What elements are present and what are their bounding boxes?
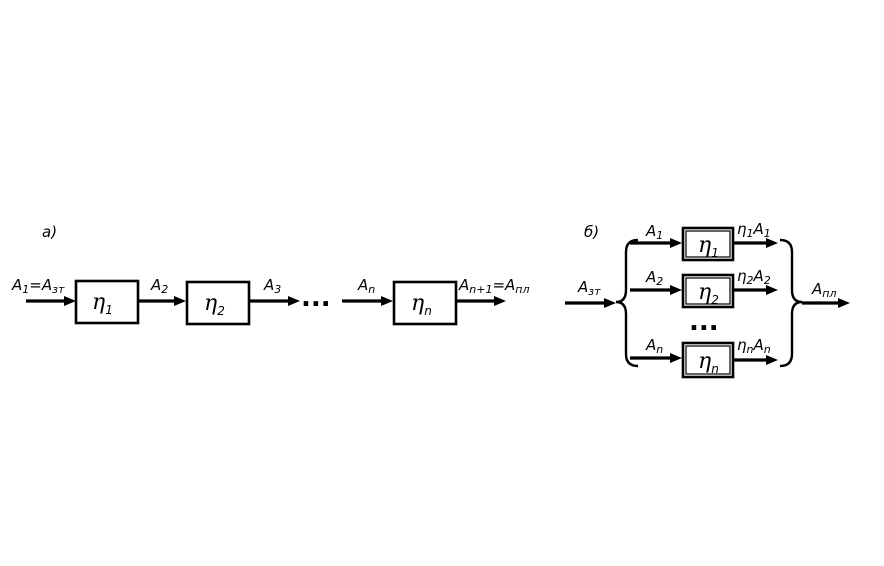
b-left-brace <box>615 238 639 368</box>
b-branch-1-in-arrowhead <box>670 238 682 248</box>
b-branch-2-in-arrowhead <box>670 285 682 295</box>
diagram-a-tag: а) <box>42 223 57 241</box>
b-branch-2-out-label: η2A2 <box>737 267 771 287</box>
b-input-arrowhead <box>604 298 616 308</box>
a-link-2-label: A3 <box>263 276 281 296</box>
b-branch-1-in-label: A1 <box>645 222 663 242</box>
b-output-label: Aпл <box>811 280 837 300</box>
b-ellipsis: ... <box>689 307 719 337</box>
diagram-a: а) A1=Aзт η1 A2 η2 A3 ... <box>11 223 530 326</box>
b-output-arrowhead <box>838 298 850 308</box>
b-branch-n-in-arrowhead <box>670 353 682 363</box>
b-block-n-label: ηn <box>698 349 719 376</box>
b-block-2-label: η2 <box>698 280 719 307</box>
b-branch-2-in-label: A2 <box>645 268 663 288</box>
b-block-1-inner <box>685 230 731 258</box>
a-link-3-label: An <box>357 276 375 296</box>
b-block-n-inner <box>685 345 731 375</box>
b-branch-n-out-arrowhead <box>766 355 778 365</box>
a-link-1-arrowhead <box>174 296 186 306</box>
a-block-1-label: η1 <box>92 290 113 317</box>
b-right-brace <box>779 238 803 368</box>
b-block-2-inner <box>685 277 731 305</box>
b-branch-2-out-arrowhead <box>766 285 778 295</box>
a-output-arrowhead <box>494 296 506 306</box>
a-input-arrowhead <box>64 296 76 306</box>
a-link-2-arrowhead <box>288 296 300 306</box>
a-ellipsis: ... <box>301 283 331 313</box>
b-block-1-label: η1 <box>698 233 719 260</box>
b-branch-n-in-label: An <box>645 336 663 356</box>
b-branch-1-out-arrowhead <box>766 238 778 248</box>
b-input-label: Aзт <box>577 278 601 298</box>
a-input-label: A1=Aзт <box>11 276 65 296</box>
a-output-label: An+1=Aпл <box>458 276 530 296</box>
a-link-3-arrowhead <box>381 296 393 306</box>
diagram-b: б) Aзт A1 η1 η1A1 A2 <box>565 220 850 379</box>
diagram-b-tag: б) <box>584 223 599 241</box>
a-link-1-label: A2 <box>150 276 168 296</box>
a-block-2 <box>185 280 251 326</box>
a-block-n-label: ηn <box>411 291 432 318</box>
b-branch-1-out-label: η1A1 <box>737 220 771 240</box>
a-block-n <box>392 280 458 326</box>
a-block-2-label: η2 <box>204 291 225 318</box>
b-branch-n-out-label: ηnAn <box>737 336 771 356</box>
